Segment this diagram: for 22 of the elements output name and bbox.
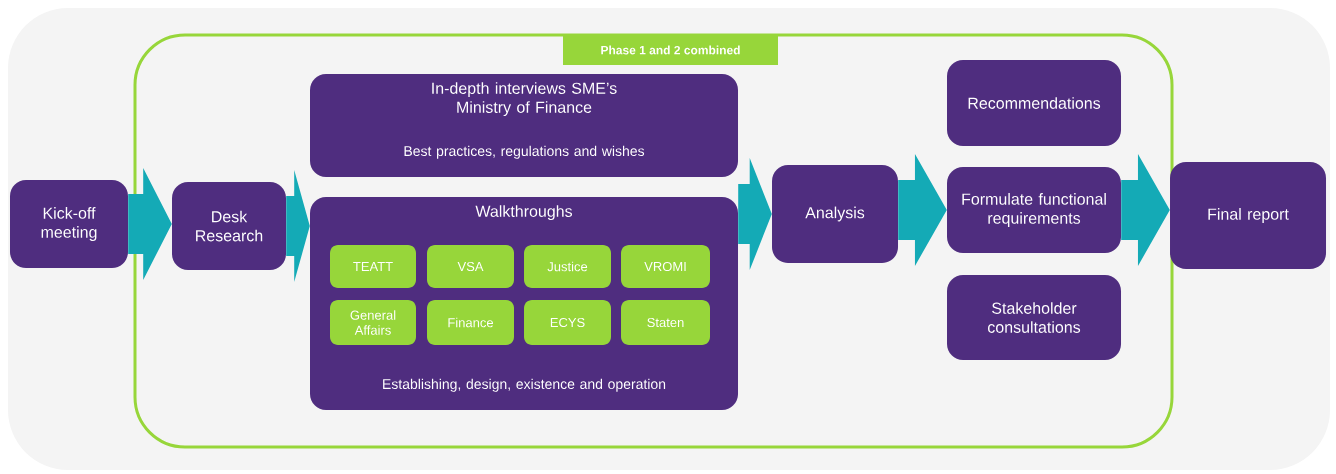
- process-box: Formulate functional requirements: [947, 167, 1121, 253]
- process-box: Kick-off meeting: [10, 180, 128, 268]
- arrow: [738, 158, 772, 270]
- arrow: [898, 154, 947, 266]
- tile-box: TEATT: [330, 245, 416, 288]
- process-box: In-depth interviews SME’s Ministry of Finance Best practices, regulations and wishes: [310, 74, 738, 177]
- arrow: [1121, 154, 1170, 266]
- phase-tab: Phase 1 and 2 combined: [563, 35, 778, 65]
- tile-box: Staten: [621, 300, 710, 345]
- process-box: Desk Research: [172, 182, 286, 270]
- process-box: Stakeholder consultations: [947, 275, 1121, 360]
- arrow: [286, 170, 310, 282]
- tile-box: VROMI: [621, 245, 710, 288]
- tile-box: General Affairs: [330, 300, 416, 345]
- process-box: Analysis: [772, 165, 898, 263]
- tile-box: VSA: [427, 245, 514, 288]
- process-box: Recommendations: [947, 60, 1121, 146]
- tile-box: Justice: [524, 245, 611, 288]
- tile-box: Finance: [427, 300, 514, 345]
- tile-box: ECYS: [524, 300, 611, 345]
- arrow: [128, 168, 172, 280]
- process-box: Final report: [1170, 162, 1326, 269]
